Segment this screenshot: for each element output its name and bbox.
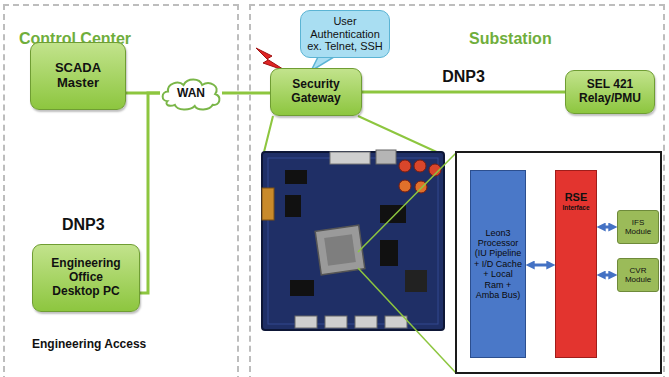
node-text: Interface bbox=[562, 204, 589, 211]
link-line bbox=[140, 93, 160, 293]
capacitor bbox=[415, 181, 427, 193]
board-connector bbox=[376, 150, 396, 164]
capacitor bbox=[414, 160, 426, 172]
text-group: WAN bbox=[177, 87, 205, 101]
fpga-die bbox=[324, 234, 356, 266]
process-box: Engineering Office Desktop PC bbox=[32, 244, 140, 312]
zoom-line bbox=[264, 116, 273, 152]
node-text: Security Gateway bbox=[279, 78, 353, 106]
zoom-line bbox=[358, 116, 441, 154]
zoom-line bbox=[358, 268, 456, 373]
board-connector bbox=[295, 316, 317, 328]
capacitor bbox=[399, 160, 411, 172]
ic-chip bbox=[285, 195, 301, 217]
region-heading: Substation bbox=[469, 30, 552, 48]
text-group: Security Gateway bbox=[279, 78, 353, 106]
protocol-label: DNP3 bbox=[440, 68, 487, 86]
double-arrow bbox=[532, 264, 549, 267]
module-box: IFS Module bbox=[617, 210, 659, 244]
node-text: Leon3 Processor (IU Pipeline + I/D Cache… bbox=[473, 228, 523, 300]
protocol-label: DNP3 bbox=[62, 216, 105, 234]
text-group: SEL 421 Relay/PMU bbox=[574, 78, 646, 106]
region-panel: Substation User Authentication ex. Telnet… bbox=[249, 4, 665, 377]
text-group: IFS Module bbox=[620, 218, 656, 236]
interface-block: RSEInterface bbox=[555, 170, 597, 358]
ic-chip bbox=[285, 170, 307, 184]
callout-bubble: User Authentication ex. Telnet, SSH bbox=[300, 10, 390, 58]
board-trace bbox=[268, 158, 438, 324]
node-text: User Authentication ex. Telnet, SSH bbox=[305, 15, 385, 53]
cloud-outline bbox=[163, 80, 220, 110]
node-text: WAN bbox=[177, 87, 205, 101]
node-text: RSE bbox=[562, 191, 589, 204]
text-group: Engineering Office Desktop PC bbox=[47, 257, 125, 298]
module-box: CVR Module bbox=[617, 258, 659, 292]
text-group: Leon3 Processor (IU Pipeline + I/D Cache… bbox=[473, 228, 523, 300]
network-cloud: WAN bbox=[160, 76, 222, 112]
zoom-line bbox=[358, 153, 456, 252]
fpga-chip bbox=[315, 225, 365, 275]
process-box: SCADA Master bbox=[30, 42, 126, 110]
board-connector bbox=[262, 188, 274, 220]
link-line bbox=[222, 92, 270, 95]
process-box: SEL 421 Relay/PMU bbox=[565, 70, 655, 114]
board-connector bbox=[330, 152, 370, 164]
node-text: IFS Module bbox=[620, 218, 656, 236]
text-group: RSEInterface bbox=[562, 191, 589, 211]
link-line bbox=[362, 91, 565, 94]
capacitor bbox=[399, 180, 411, 192]
node-text: SCADA Master bbox=[39, 61, 117, 91]
node-text: SEL 421 Relay/PMU bbox=[574, 78, 646, 106]
text-group: Substation bbox=[469, 30, 552, 48]
processor-block: Leon3 Processor (IU Pipeline + I/D Cache… bbox=[470, 170, 526, 358]
ic-chip bbox=[405, 270, 427, 292]
double-arrow bbox=[603, 274, 611, 277]
ic-chip bbox=[380, 240, 398, 266]
text-group: CVR Module bbox=[620, 266, 656, 284]
text-group: SCADA Master bbox=[39, 61, 117, 91]
inset-frame bbox=[456, 152, 661, 373]
board-connector bbox=[325, 316, 347, 328]
text-group: User Authentication ex. Telnet, SSH bbox=[305, 15, 385, 53]
ic-chip bbox=[290, 280, 314, 296]
double-arrow bbox=[603, 226, 611, 229]
board-connector bbox=[355, 316, 377, 328]
node-text: Engineering Office Desktop PC bbox=[47, 257, 125, 298]
caption-label: Engineering Access bbox=[32, 338, 146, 352]
process-box: Security Gateway bbox=[270, 68, 362, 116]
node-text: CVR Module bbox=[620, 266, 656, 284]
circuit-board bbox=[262, 152, 444, 330]
region-panel: Control CenterSCADA MasterWANEngineering… bbox=[3, 4, 239, 377]
